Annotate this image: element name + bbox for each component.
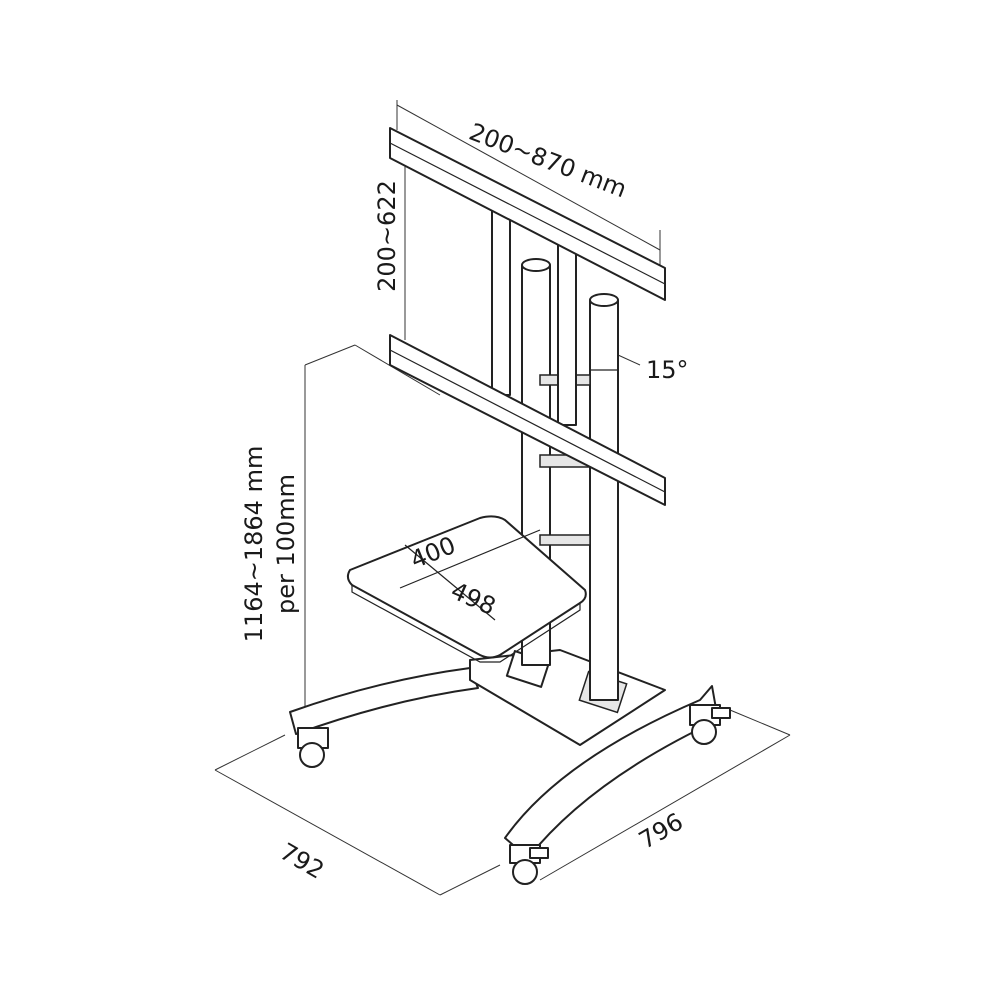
base-depth-label: 792 (275, 837, 329, 884)
wheels (297, 704, 731, 885)
caster-wheel (689, 704, 731, 745)
height-step-label: per 100mm (272, 474, 300, 614)
shelf (346, 515, 587, 663)
caster-wheel (297, 727, 329, 768)
height-range-label: 1164~1864 mm (240, 446, 268, 643)
base (289, 649, 719, 859)
vesa-bracket (389, 127, 666, 506)
dimension-lines (214, 100, 791, 896)
caster-wheel (509, 844, 549, 885)
vesa-height-label: 200~622 (373, 180, 401, 292)
tilt-label: 15° (646, 356, 689, 384)
base-width-label: 796 (634, 807, 688, 854)
